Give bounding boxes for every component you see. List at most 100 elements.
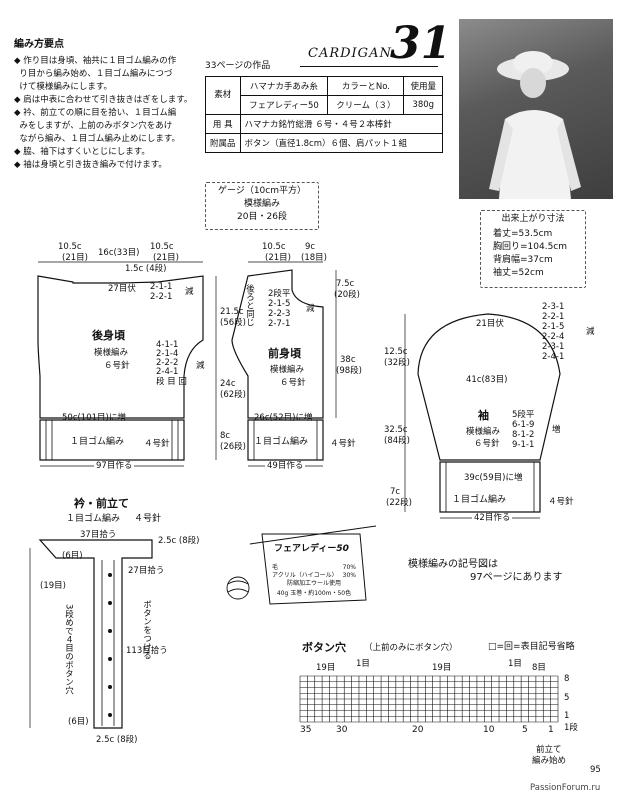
dimension-lines	[29, 261, 540, 728]
sleeve-increase-line: 39c(59目)に増	[464, 473, 523, 483]
back-arm-decrease-mark: 減	[196, 361, 205, 371]
finished-item: 胸回り=104.5cm	[493, 242, 568, 252]
front-pattern: 模様編み	[270, 365, 305, 375]
sleeve-cap-decrease-6: 2-4-1	[542, 352, 565, 362]
front-neck-stitches: (18目)	[301, 253, 327, 263]
buttonhole-col-5: 5	[522, 725, 528, 735]
notes-title: 編み方要点	[14, 39, 64, 50]
back-rib-outline	[39, 419, 185, 461]
buttonhole-row-8: 8	[564, 674, 570, 684]
buttonhole-label-8: 8目	[532, 663, 546, 673]
back-title: 後身頃	[92, 329, 125, 342]
model-figure	[489, 51, 581, 199]
back-increase-line: 50c(101目)に増	[62, 413, 126, 423]
page-ref: 33ページの作品	[205, 61, 271, 71]
front-title: 前身頃	[268, 347, 301, 360]
yarn-weight: 40g 玉巻・約100m・50色	[276, 590, 352, 597]
collar-title: 衿・前立て	[74, 497, 129, 510]
buttonhole-bottom-note-1: 前立て	[536, 745, 562, 755]
back-arm-decrease-2: 2-1-4	[156, 349, 179, 359]
back-rib-label: １目ゴム編み	[70, 437, 125, 447]
back-width-left-stitches: (21目)	[62, 253, 88, 263]
sleeve-body-height: 32.5c	[384, 425, 408, 435]
note-line: けて模様編みにします。	[19, 82, 113, 92]
back-armhole-rows: (56段)	[220, 318, 246, 328]
sleeve-side-increase-mark: 増	[552, 425, 561, 435]
note-line: ◆ 脇、袖下はすくいとじにします。	[14, 147, 150, 157]
note-line: ◆ 袖は身頃と引き抜き編みで付けます。	[14, 160, 167, 170]
materials-color: クリーム（３）	[327, 95, 405, 115]
back-rib-rows: (26段)	[220, 442, 246, 452]
buttonhole-col-35: 35	[300, 725, 312, 735]
front-neck-width: 9c	[305, 242, 316, 252]
page-number: 95	[590, 765, 601, 775]
back-armhole-height: 21.5c	[220, 307, 244, 317]
front-needle: ６号針	[280, 378, 306, 388]
rib-ticks	[45, 420, 535, 726]
sleeve-pattern: 模様編み	[466, 427, 501, 437]
front-neck-decrease-4: 2-7-1	[268, 319, 291, 329]
sleeve-cap-decrease-3: 2-1-5	[542, 322, 565, 332]
back-cast-on: 97目作る	[94, 461, 135, 471]
accessories-value: ボタン（直径1.8cm）６個、肩パット１組	[239, 133, 444, 153]
sleeve-cap-decrease-5: 2-3-1	[542, 342, 565, 352]
buttonhole-col-1: 1	[548, 725, 554, 735]
sleeve-needle: ６号針	[474, 439, 500, 449]
back-neck-drop: 1.5c (4段)	[125, 264, 167, 274]
buttonhole-label-1a: 1目	[356, 659, 370, 669]
gauge-box: ゲージ（10cm平方） 模様編み 20目・26段	[205, 182, 319, 230]
sleeve-side-increase-2: 6-1-9	[512, 420, 535, 430]
front-rib-label: １目ゴム編み	[254, 437, 309, 447]
sleeve-rib-height: 7c	[390, 487, 401, 497]
back-pattern: 模様編み	[94, 348, 129, 358]
back-outline	[37, 275, 204, 419]
collar-needle: ４号針	[134, 514, 162, 524]
sleeve-cast-on: 42目作る	[472, 513, 513, 523]
buttonhole-col-30: 30	[336, 725, 348, 735]
finished-sizes-box: 出来上がり寸法 着丈=53.5cm 胸回り=104.5cm 背肩幅=37cm 袖…	[480, 210, 586, 288]
back-arm-decrease-3: 2-2-2	[156, 358, 179, 368]
back-needle: ６号針	[104, 361, 130, 371]
yarn-ball-icon	[226, 576, 250, 600]
front-neck-decrease-1: 2段平	[268, 289, 291, 299]
collar-bottom-6: (6目)	[68, 717, 89, 727]
collar-rib-label: １目ゴム編み	[66, 514, 121, 524]
sleeve-side-increase-3: 8-1-2	[512, 430, 535, 440]
buttonhole-label-19b: 19目	[432, 663, 452, 673]
sleeve-cap-decrease-4: 2-2-4	[542, 332, 565, 342]
yarn-label-tag	[249, 525, 377, 605]
sleeve-rib-needle: ４号針	[548, 497, 574, 507]
front-cast-on: 49目作る	[265, 461, 306, 471]
yarn-name: フェアレディー50	[274, 544, 349, 554]
note-line: ◆ 肩は中表に合わせて引き抜きはぎをします。	[14, 95, 193, 105]
front-rib-needle: ４号針	[330, 439, 356, 449]
buttonhole-row-5: 5	[564, 693, 570, 703]
collar-top-height: 2.5c (8段)	[158, 536, 200, 546]
materials-table: 素材 ハマナカ手あみ糸 カラーとNo. 使用量 フェアレディー50 クリーム（３…	[205, 76, 444, 153]
header-rule	[300, 66, 438, 67]
buttonhole-grid	[299, 675, 559, 723]
sleeve-rib-outline	[439, 461, 541, 513]
note-line: り目から編み始め、１目ゴム編みにつづ	[19, 69, 173, 79]
front-neck-rows: (20段)	[334, 290, 360, 300]
buttonhole-label-19a: 19目	[316, 663, 336, 673]
sleeve-top-stitches: 21目伏	[476, 319, 504, 329]
collar-hole-note: 3段めで４目のボタン穴	[63, 604, 74, 695]
back-neck-stitches: 27目伏	[108, 284, 136, 294]
yarn-acrylic: アクリル（ハイコール）30%	[272, 572, 356, 579]
finished-title: 出来上がり寸法	[501, 214, 565, 224]
collar-right-pick: 27目拾う	[128, 566, 165, 576]
finished-list: 着丈=53.5cm 胸回り=104.5cm 背肩幅=37cm 袖丈=52cm	[493, 228, 585, 280]
sleeve-width: 41c(83目)	[466, 375, 508, 385]
buttonhole-bottom-note-2: 編み始め	[532, 756, 567, 766]
sleeve-side-increase-4: 9-1-1	[512, 440, 535, 450]
note-line: ながら編み、１目ゴム編み止めにします。	[19, 134, 181, 144]
back-rib-height: 8c	[220, 431, 231, 441]
sleeve-body-rows: (84段)	[384, 436, 410, 446]
sleeve-cap-rows: (32段)	[384, 358, 410, 368]
back-neck-decrease-1: 2-1-1	[150, 282, 173, 292]
collar-band-outline	[38, 539, 153, 729]
buttonhole-row-1: 1	[564, 711, 570, 721]
